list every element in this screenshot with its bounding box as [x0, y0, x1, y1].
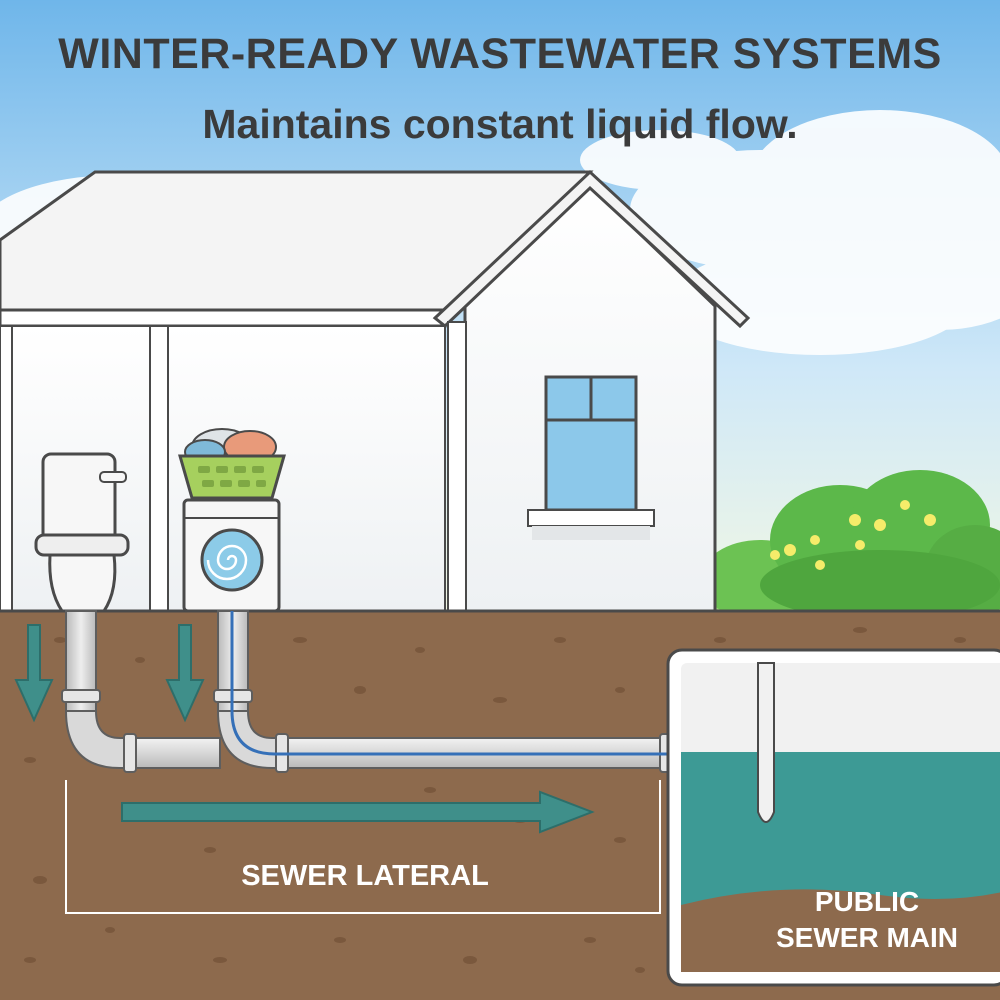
toilet-icon	[34, 452, 130, 613]
bush-icon	[700, 470, 1000, 620]
laundry-basket-icon	[178, 428, 286, 500]
flow-line	[230, 611, 708, 756]
public-sewer-main-label-line1: PUBLIC	[814, 886, 920, 917]
page-title: WINTER-READY WASTEWATER SYSTEMS	[58, 30, 942, 78]
public-sewer-main-label: PUBLIC SEWER MAIN	[752, 884, 982, 956]
washing-machine-icon	[182, 498, 281, 613]
down-arrow-icon	[165, 624, 205, 723]
sewer-lateral-bracket	[65, 780, 661, 914]
window-icon	[527, 375, 655, 540]
right-arrow-icon	[121, 790, 595, 834]
public-sewer-main-label-line2: SEWER MAIN	[776, 922, 958, 953]
public-sewer-main	[666, 648, 1000, 987]
sewer-lateral-label: SEWER LATERAL	[241, 860, 489, 892]
page-subtitle: Maintains constant liquid flow.	[202, 101, 798, 147]
down-arrow-icon	[14, 624, 54, 723]
